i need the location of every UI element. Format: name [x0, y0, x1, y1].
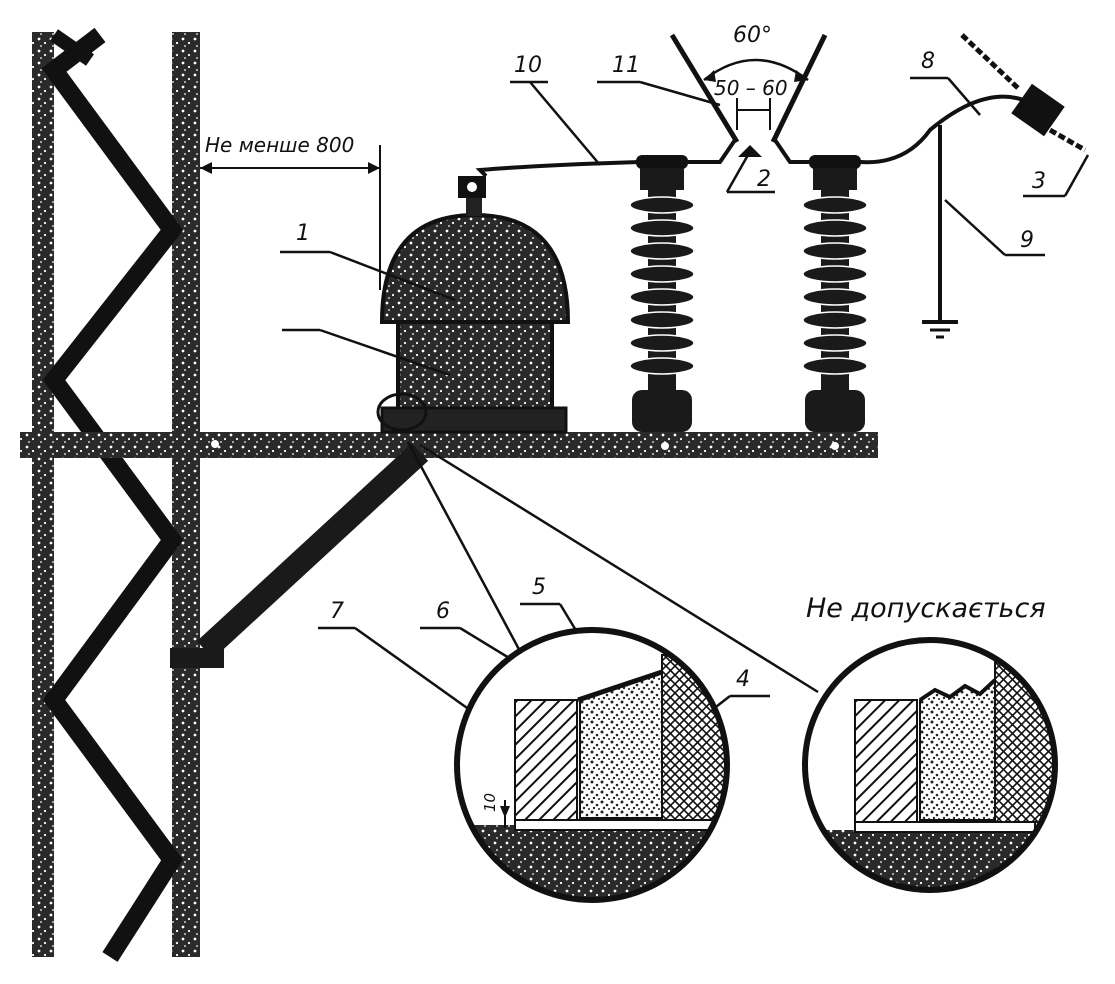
leader-11-arm	[639, 80, 721, 107]
insulator-neck	[640, 168, 684, 190]
insulator-shed	[802, 219, 868, 237]
angle-label: 60°	[733, 23, 772, 48]
horn-right	[770, 33, 828, 144]
sealant-5	[577, 669, 663, 703]
gap-label: 50 – 60	[714, 76, 788, 100]
brace-clamp	[170, 648, 224, 668]
insulator-shed	[629, 357, 695, 375]
spark-gap	[669, 33, 828, 157]
defect-edge	[918, 678, 997, 702]
label-6: 6	[436, 599, 450, 624]
label-10: 10	[514, 53, 542, 78]
base-plate	[457, 825, 727, 900]
arrow-head	[500, 806, 510, 818]
insulator-shed	[802, 334, 868, 352]
device-terminal-stem	[466, 196, 482, 216]
insulator-shed	[629, 288, 695, 306]
terminal-bolt	[467, 182, 477, 192]
callout-line-1	[406, 441, 524, 656]
filler-defect	[919, 677, 996, 821]
arrow-head	[794, 70, 808, 82]
tower-right-post	[172, 32, 200, 957]
label-2: 2	[757, 167, 771, 192]
arrow-head	[200, 162, 212, 174]
text-labels: 1 10 11 60° 50 – 60 2 8 3 9 7 6 5 4 Не д…	[296, 23, 1046, 692]
leader-9-arm	[944, 199, 1006, 256]
insulator-shed	[629, 242, 695, 260]
arrow-head	[704, 70, 716, 82]
wall-hatched-7	[514, 699, 578, 821]
device-dome	[379, 212, 571, 324]
detail-not-allowed	[802, 637, 1058, 893]
label-3: 3	[1032, 169, 1046, 194]
distance-dimension: Не менше 800	[200, 133, 381, 290]
insulator-shed	[802, 357, 868, 375]
leader-3-arm	[1063, 154, 1090, 197]
insulator-left	[629, 155, 695, 432]
callout-line-2	[419, 443, 819, 694]
wire-8	[859, 94, 1036, 165]
label-4: 4	[736, 667, 750, 692]
insulator-neck	[813, 168, 857, 190]
arrow-head	[368, 162, 380, 174]
insulator-shed	[802, 242, 868, 260]
label-1: 1	[296, 221, 310, 246]
base-detail-callout	[376, 392, 428, 432]
wiring	[475, 33, 1087, 339]
label-9: 9	[1020, 228, 1034, 253]
detail-correct: 10	[454, 627, 730, 903]
seal-strip	[514, 819, 716, 831]
insulator-right	[802, 155, 868, 432]
label-11: 11	[612, 53, 640, 78]
insulator-shed	[802, 196, 868, 214]
insulator-shed	[629, 196, 695, 214]
not-allowed-note: Не допускається	[806, 593, 1046, 624]
leader-2-arm	[725, 154, 750, 193]
wire-to-gap-left	[688, 138, 737, 164]
device-housing	[376, 176, 571, 434]
insulator-cap	[809, 155, 861, 169]
tower-lattice	[41, 27, 184, 962]
steel-tower	[32, 27, 200, 962]
min-distance-label: Не менше 800	[205, 133, 354, 157]
insulator-shed	[802, 311, 868, 329]
wire-10	[475, 160, 641, 178]
crossarm-beam	[20, 432, 878, 458]
insulator-shed	[629, 219, 695, 237]
wire-from-gap-right	[773, 138, 812, 164]
insulator-base	[632, 390, 692, 432]
bolt	[831, 442, 839, 450]
wire-3	[960, 33, 1087, 153]
bolt	[211, 440, 219, 448]
insulator-shed	[802, 288, 868, 306]
leader-8-arm	[947, 77, 981, 116]
label-5: 5	[532, 575, 546, 600]
clearance-label: 10	[481, 793, 499, 812]
line-clamp	[1011, 83, 1065, 137]
tower-left-post	[32, 32, 54, 957]
insulator-shed	[629, 334, 695, 352]
leader-unlabeled-arm	[319, 328, 451, 377]
leader-10-arm	[529, 81, 601, 166]
crossarm	[20, 432, 878, 668]
gap-electrode	[738, 145, 762, 157]
ground-icon	[922, 320, 958, 339]
seal-strip	[854, 821, 1036, 833]
leader-1-arm	[329, 250, 456, 302]
horn-left	[669, 33, 740, 144]
insulator-shed	[802, 265, 868, 283]
tower-lattice-top	[50, 29, 94, 66]
insulator-shed	[629, 311, 695, 329]
bolt	[661, 442, 669, 450]
insulator-base	[805, 390, 865, 432]
crossarm-brace	[196, 443, 429, 659]
insulator-cap	[636, 155, 688, 169]
label-7: 7	[330, 599, 344, 624]
wall-hatched	[854, 699, 918, 823]
insulator-shed	[629, 265, 695, 283]
label-8: 8	[921, 49, 935, 74]
